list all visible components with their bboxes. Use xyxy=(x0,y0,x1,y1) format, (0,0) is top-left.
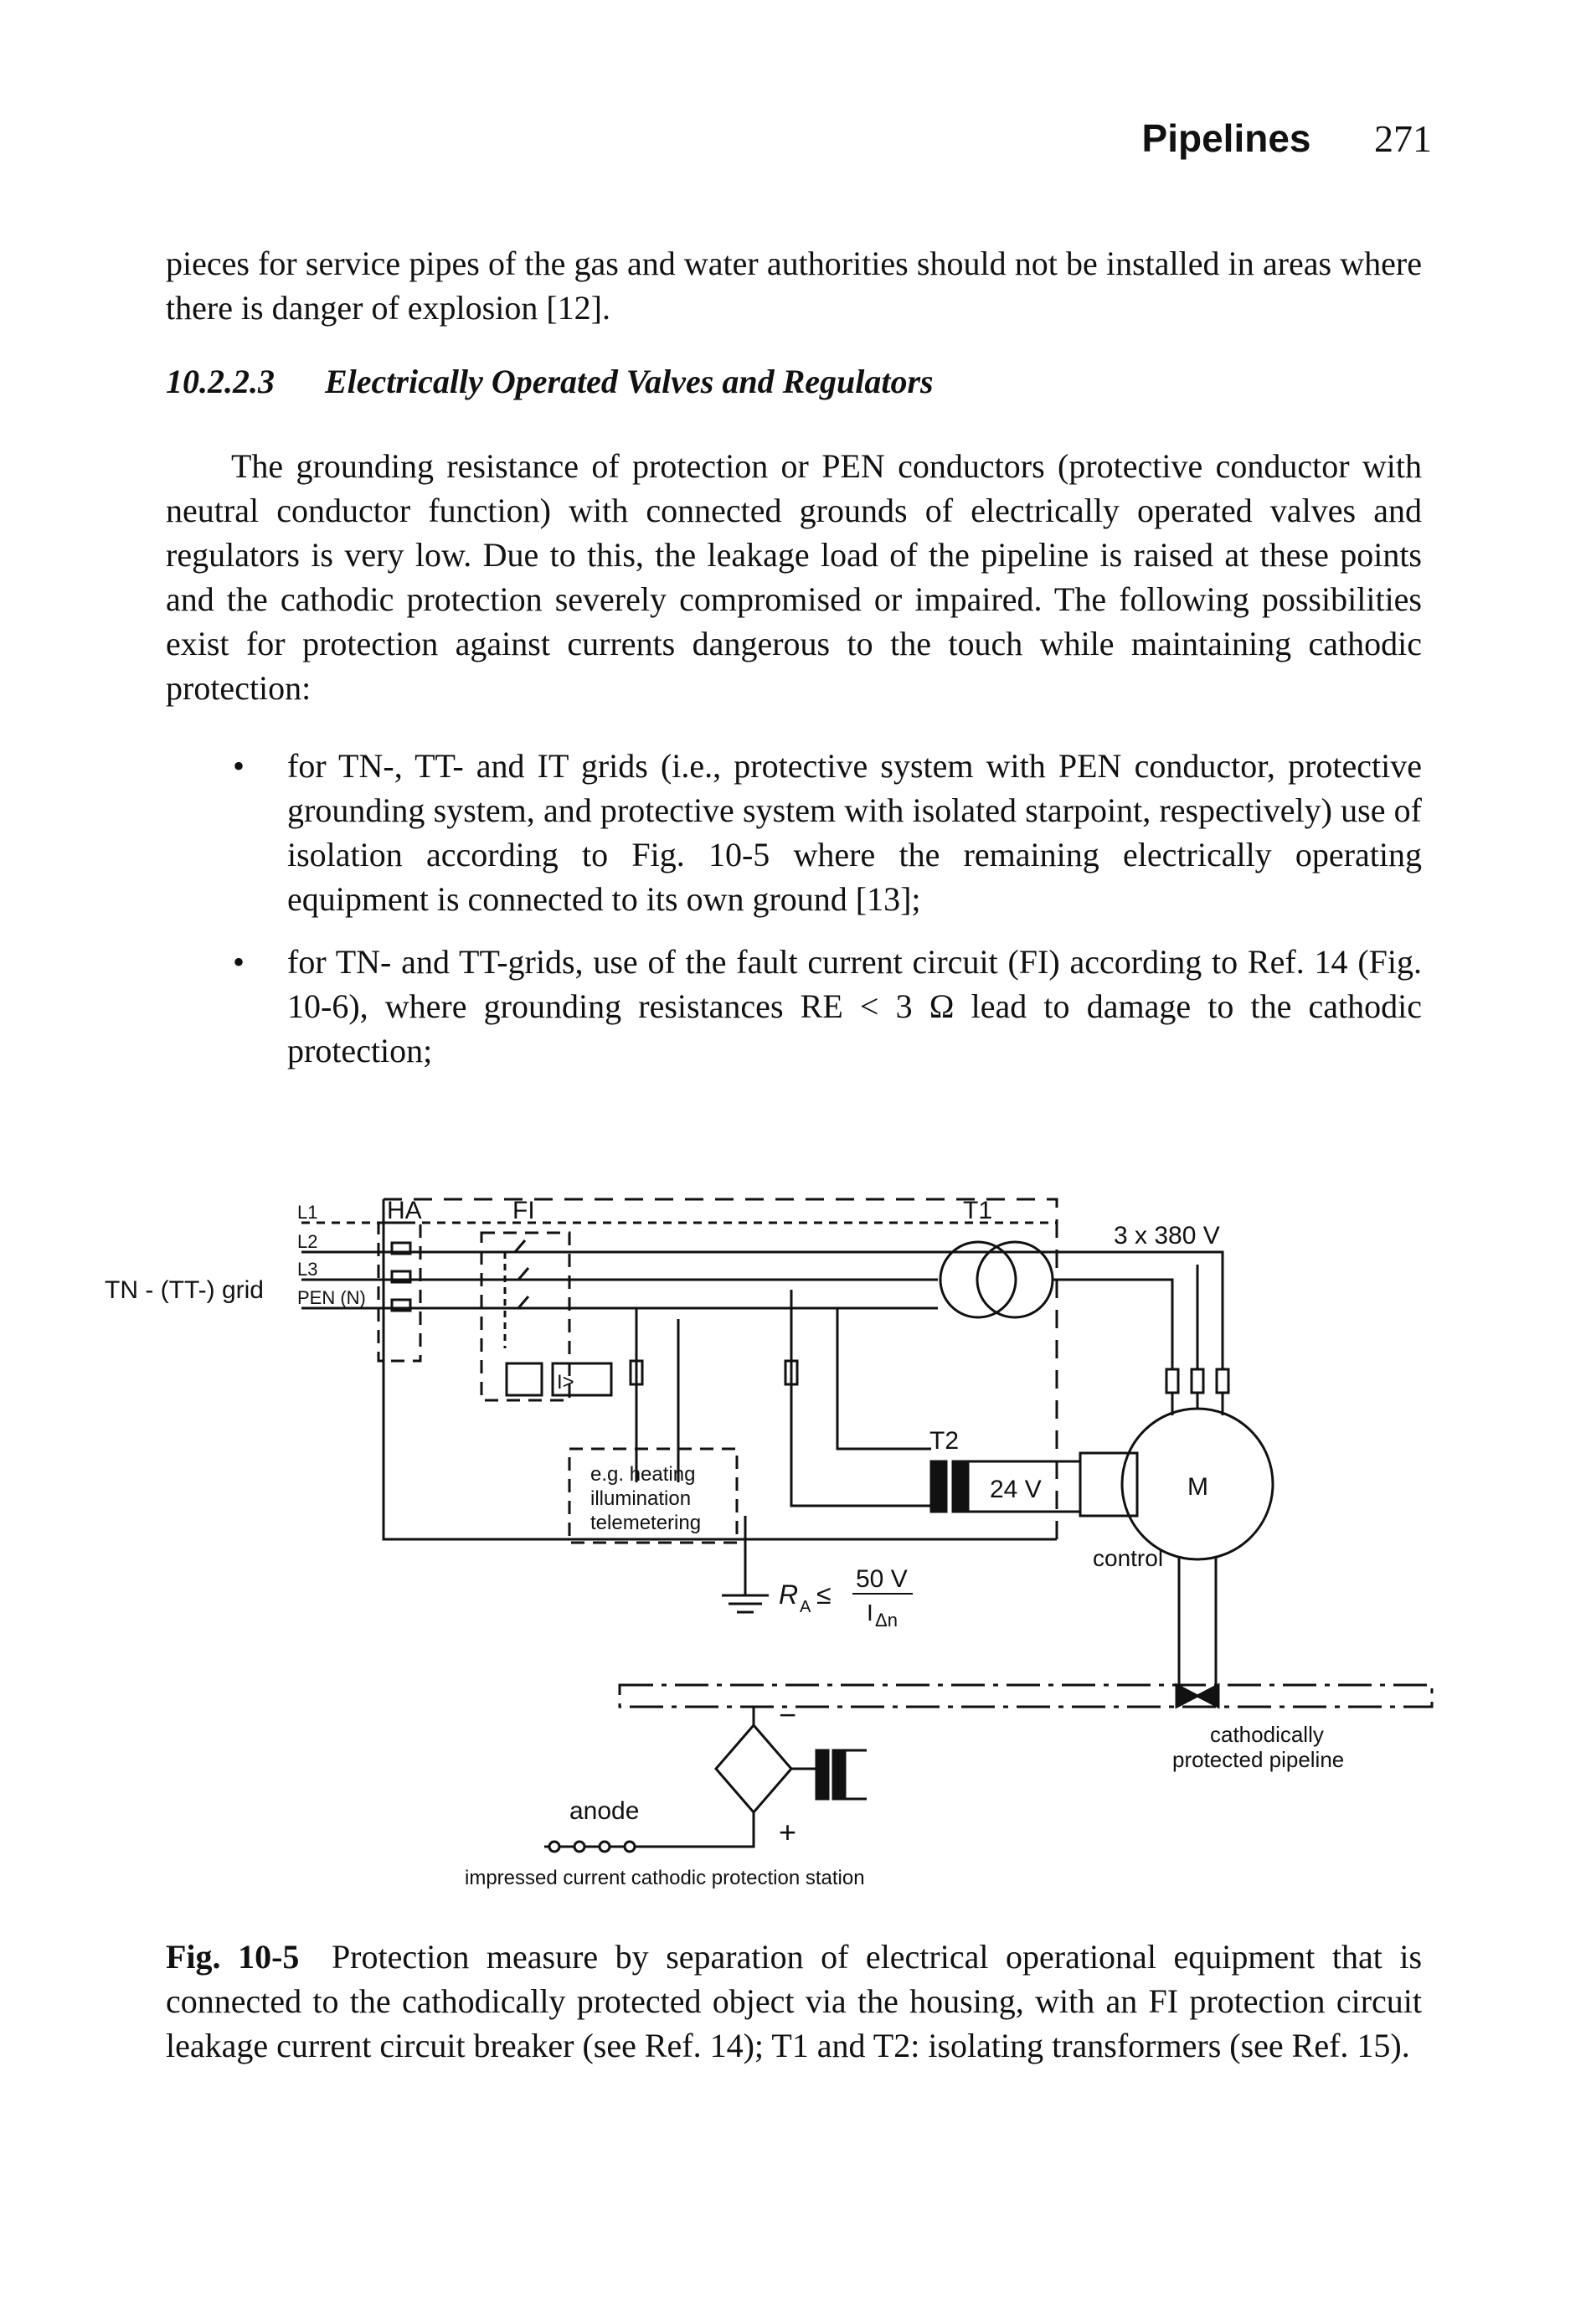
bullet-icon: • xyxy=(233,943,245,981)
t1-coil-left xyxy=(939,1240,1017,1319)
fuse-2 xyxy=(390,1270,412,1284)
anode-node-2 xyxy=(573,1840,586,1853)
anode-node-3 xyxy=(598,1840,611,1853)
t2-primary-b xyxy=(790,1290,931,1507)
fuse-3 xyxy=(390,1298,412,1312)
label-50v: 50 V xyxy=(856,1565,908,1593)
label-l1: L1 xyxy=(297,1202,317,1223)
control-box xyxy=(1079,1451,1139,1518)
equip-fuse-2 xyxy=(784,1359,799,1386)
label-24v: 24 V xyxy=(990,1476,1042,1503)
equip-fuse-1 xyxy=(629,1359,644,1386)
label-le: ≤ xyxy=(816,1579,832,1610)
list-item-text: for TN-, TT- and IT grids (i.e., protect… xyxy=(287,747,1422,918)
fi-box xyxy=(480,1231,571,1402)
label-grid: TN - (TT-) grid xyxy=(105,1276,264,1304)
anode-lead xyxy=(544,1812,755,1848)
label-equip-3: telemetering xyxy=(590,1512,701,1534)
motor-fuse-1 xyxy=(1165,1368,1180,1394)
fuse-1 xyxy=(390,1241,412,1255)
figure-caption: Fig. 10-5 Protection measure by separati… xyxy=(166,1935,1422,2068)
anode-node-1 xyxy=(548,1840,561,1853)
valve-right xyxy=(1194,1682,1220,1709)
list-item: • for TN-, TT- and IT grids (i.e., protec… xyxy=(166,744,1422,921)
bullet-icon: • xyxy=(233,747,245,785)
label-pipe-2: protected pipeline xyxy=(1172,1747,1344,1772)
figure-caption-text: Protection measure by separation of elec… xyxy=(166,1938,1423,2064)
label-t2: T2 xyxy=(929,1427,959,1455)
ground-symbol xyxy=(722,1594,769,1614)
circuit-diagram: TN - (TT-) grid L1 L2 L3 PEN (N) HA FI T… xyxy=(105,1197,1434,1889)
outer-frame-line xyxy=(382,1199,1057,1541)
paragraph-intro: pieces for service pipes of the gas and … xyxy=(166,245,1422,327)
label-ha: HA xyxy=(387,1197,422,1224)
label-anode: anode xyxy=(569,1797,639,1825)
label-ra-sub: A xyxy=(800,1598,811,1616)
label-l2: L2 xyxy=(297,1231,317,1252)
t1-secondary-1 xyxy=(1053,1278,1174,1369)
rectifier-bridge xyxy=(714,1723,793,1815)
label-minus: − xyxy=(779,1698,796,1732)
list-item: • for TN- and TT-grids, use of the fault … xyxy=(166,940,1422,1073)
t1-secondary-2 xyxy=(1053,1250,1224,1369)
label-fi: FI xyxy=(512,1197,535,1224)
figure-caption-label: Fig. 10-5 xyxy=(166,1938,300,1976)
figure-circuit-diagram: TN - (TT-) grid L1 L2 L3 PEN (N) HA FI T… xyxy=(0,1172,1591,1909)
station-tx-core-2 xyxy=(832,1749,847,1801)
motor-fuse-3 xyxy=(1215,1368,1230,1394)
station-tx-leads xyxy=(791,1749,867,1801)
t2-core-1 xyxy=(929,1460,948,1513)
motor-fuse-2 xyxy=(1190,1368,1205,1394)
label-ra: R xyxy=(779,1579,798,1610)
label-l3: L3 xyxy=(297,1259,317,1280)
label-t1: T1 xyxy=(963,1197,992,1224)
valve-left xyxy=(1175,1682,1201,1709)
list-item-text: for TN- and TT-grids, use of the fault c… xyxy=(287,943,1422,1069)
label-station: impressed current cathodic protection st… xyxy=(465,1867,865,1889)
label-comparator: I> xyxy=(557,1371,574,1394)
label-pen: PEN (N) xyxy=(297,1287,366,1308)
label-control: control xyxy=(1093,1545,1163,1571)
paragraph-main: The grounding resistance of protection o… xyxy=(166,447,1422,707)
label-equip-2: illumination xyxy=(590,1487,691,1510)
label-idn-sub: Δn xyxy=(875,1610,898,1631)
t2-primary-a xyxy=(836,1308,931,1451)
page-number: 271 xyxy=(1374,117,1432,160)
label-motor: M xyxy=(1187,1473,1208,1501)
station-tx-core-1 xyxy=(815,1749,830,1801)
label-equip-1: e.g. heating xyxy=(590,1463,695,1486)
running-header-section: Pipelines xyxy=(1141,116,1311,160)
bullet-list: • for TN-, TT- and IT grids (i.e., protec… xyxy=(166,744,1422,1091)
pipeline xyxy=(618,1683,1434,1708)
ha-box xyxy=(377,1221,422,1363)
label-pipe-1: cathodically xyxy=(1210,1722,1324,1747)
fi-relay-box xyxy=(505,1362,543,1397)
running-header: Pipelines 271 xyxy=(1142,116,1432,161)
t2-secondary xyxy=(968,1460,1080,1513)
label-voltage: 3 x 380 V xyxy=(1114,1222,1220,1250)
anode-node-4 xyxy=(623,1840,636,1853)
t2-core-2 xyxy=(951,1460,970,1513)
label-idn: I xyxy=(867,1600,873,1626)
section-title: Electrically Operated Valves and Regulat… xyxy=(325,363,934,400)
section-number: 10.2.2.3 xyxy=(166,363,275,400)
label-plus: + xyxy=(779,1815,796,1849)
fi-switches xyxy=(498,1239,530,1310)
section-heading: 10.2.2.3 Electrically Operated Valves an… xyxy=(166,362,934,401)
fi-comparator-box xyxy=(551,1362,613,1397)
outer-frame-dashed xyxy=(384,1198,1058,1539)
